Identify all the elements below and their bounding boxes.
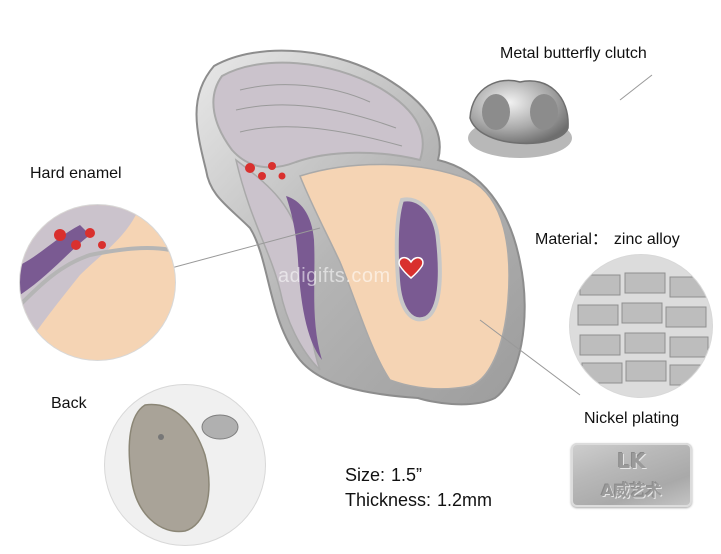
- spec-thickness: Thickness:1.2mm: [345, 490, 492, 511]
- back-view-zoom: [105, 385, 265, 545]
- hard-enamel-zoom: [20, 205, 175, 360]
- label-material: Material： zinc alloy: [535, 225, 680, 249]
- plate-bottom-text: A威艺术: [601, 481, 662, 500]
- spec-size-key: Size:: [345, 465, 386, 485]
- spec-thickness-key: Thickness:: [345, 490, 432, 510]
- zinc-alloy-zoom: [570, 255, 712, 397]
- label-hard-enamel: Hard enamel: [30, 165, 122, 182]
- label-material-value: zinc alloy: [613, 231, 680, 248]
- label-nickel-plating: Nickel plating: [584, 410, 680, 427]
- nickel-plating-sample: LK A威艺术: [571, 443, 692, 507]
- butterfly-clutch-image: [468, 79, 572, 158]
- hair-strands: [234, 158, 321, 371]
- plate-top-text: LK: [617, 449, 646, 473]
- spec-thickness-value: 1.2mm: [437, 490, 493, 510]
- label-butterfly-clutch: Metal butterfly clutch: [500, 45, 647, 62]
- hair-enamel: [212, 61, 424, 169]
- floral-accents: [245, 162, 286, 180]
- heart-enamel: [398, 256, 424, 279]
- spec-size: Size:1.5”: [345, 465, 422, 486]
- purple-enamel: [286, 196, 322, 360]
- watermark-text: adigifts.com: [278, 265, 391, 287]
- spec-size-value: 1.5”: [391, 465, 423, 485]
- label-back: Back: [51, 395, 87, 412]
- label-material-key: Material：: [535, 231, 608, 248]
